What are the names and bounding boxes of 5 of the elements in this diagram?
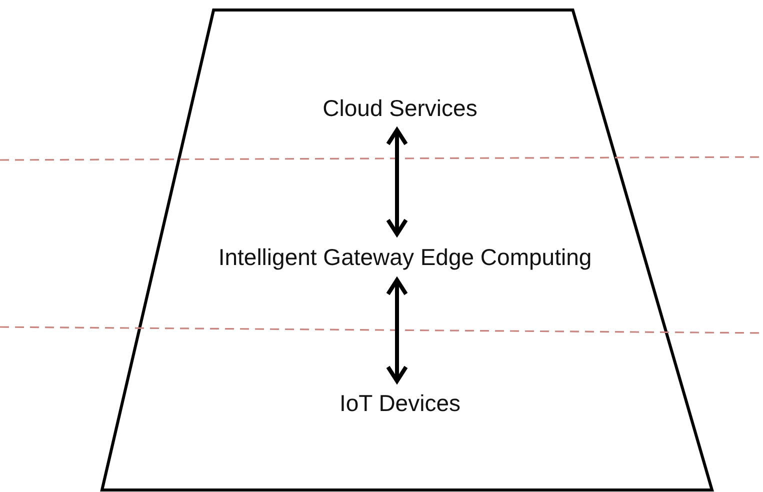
double-arrow bbox=[386, 278, 408, 383]
double-arrow bbox=[386, 128, 408, 236]
layer-label: IoT Devices bbox=[300, 387, 500, 419]
layer-label: Cloud Services bbox=[300, 92, 500, 124]
layer-label: Intelligent Gateway Edge Computing bbox=[160, 240, 650, 274]
